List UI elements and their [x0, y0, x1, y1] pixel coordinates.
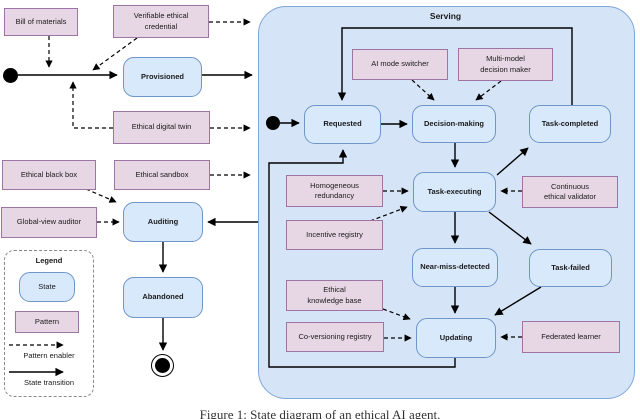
state-auditing: Auditing	[123, 202, 203, 242]
pattern-multi-model-decision-maker: Multi-model decision maker	[458, 48, 553, 81]
pattern-incentive-registry: Incentive registry	[286, 220, 383, 250]
serving-region-title: Serving	[429, 11, 462, 21]
enabler-ethicaldigitaltwin-transition	[69, 81, 113, 129]
state-decision-making: Decision-making	[412, 105, 496, 143]
edge-taskexecuting-taskcompleted	[496, 147, 529, 176]
pattern-federated-learner: Federated learner	[522, 321, 620, 353]
pattern-ethical-knowledge-base: Ethical knowledge base	[286, 280, 383, 311]
enabler-incentiveregistry-taskexecuting	[369, 205, 408, 222]
edge-taskcompleted-requested-loop	[337, 27, 573, 105]
state-provisioned: Provisioned	[123, 57, 202, 97]
state-task-completed: Task-completed	[529, 105, 611, 143]
serving-initial-state-dot	[266, 116, 280, 130]
legend-state-transition-label: State transition	[23, 378, 75, 387]
figure-caption: Figure 1: State diagram of an ethical AI…	[199, 407, 441, 419]
final-state-inner-dot	[155, 358, 170, 373]
pattern-continuous-ethical-validator: Continuous ethical validator	[522, 176, 618, 208]
legend: Legend	[4, 250, 94, 397]
edge-updating-requested-loop	[268, 149, 456, 368]
legend-pattern-enabler-label: Pattern enabler	[23, 351, 75, 360]
state-task-executing: Task-executing	[413, 172, 496, 212]
pattern-ethical-sandbox: Ethical sandbox	[114, 160, 210, 190]
legend-state-sample: State	[19, 272, 75, 302]
edge-taskfailed-updating	[494, 286, 542, 316]
enabler-knowledgebase-updating	[382, 308, 411, 321]
enabler-ethicalblackbox-auditing	[85, 188, 117, 203]
pattern-verifiable-ethical-credential: Verifiable ethical credential	[113, 5, 209, 38]
state-updating: Updating	[416, 318, 496, 358]
final-state	[151, 354, 174, 377]
pattern-global-view-auditor: Global-view auditor	[1, 207, 97, 238]
initial-state-dot	[3, 68, 18, 83]
pattern-bill-of-materials: Bill of materials	[4, 8, 78, 36]
legend-title: Legend	[35, 256, 63, 265]
state-near-miss-detected: Near-miss-detected	[412, 248, 498, 287]
pattern-enabler-links	[9, 18, 522, 349]
legend-pattern-sample: Pattern	[15, 311, 79, 333]
enabler-verifiablecredential-transition	[92, 37, 138, 71]
state-requested: Requested	[304, 105, 381, 144]
edge-taskexecuting-taskfailed	[488, 211, 532, 245]
enabler-aimodeswitcher-decisionmaking	[411, 79, 435, 101]
pattern-ai-mode-switcher: AI mode switcher	[352, 49, 448, 80]
pattern-ethical-digital-twin: Ethical digital twin	[113, 111, 210, 144]
pattern-homogeneous-redundancy: Homogeneous redundancy	[286, 175, 383, 207]
state-transitions	[9, 27, 573, 377]
pattern-ethical-black-box: Ethical black box	[2, 160, 96, 190]
state-abandoned: Abandoned	[123, 277, 203, 318]
state-task-failed: Task-failed	[529, 249, 612, 287]
enabler-multimodel-decisionmaking	[475, 80, 502, 101]
pattern-co-versioning-registry: Co-versioning registry	[286, 322, 384, 352]
